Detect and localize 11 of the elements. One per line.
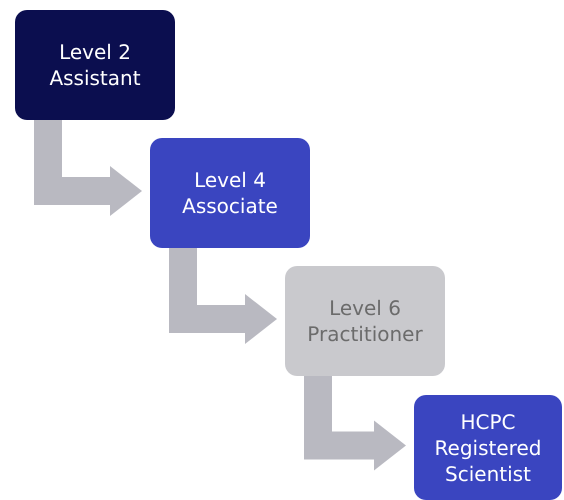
step-box [15,10,175,120]
elbow-arrow [169,248,277,344]
step-label: HCPC Registered Scientist [434,408,542,486]
step-label: Level 2 Assistant [48,39,142,91]
step-box [150,138,310,248]
step-label: Level 6 Practitioner [306,295,424,347]
step-label: Level 4 Associate [181,167,279,219]
elbow-arrow [34,120,142,216]
step-box [285,266,445,376]
step-box [414,395,562,500]
elbow-arrow [304,376,406,470]
